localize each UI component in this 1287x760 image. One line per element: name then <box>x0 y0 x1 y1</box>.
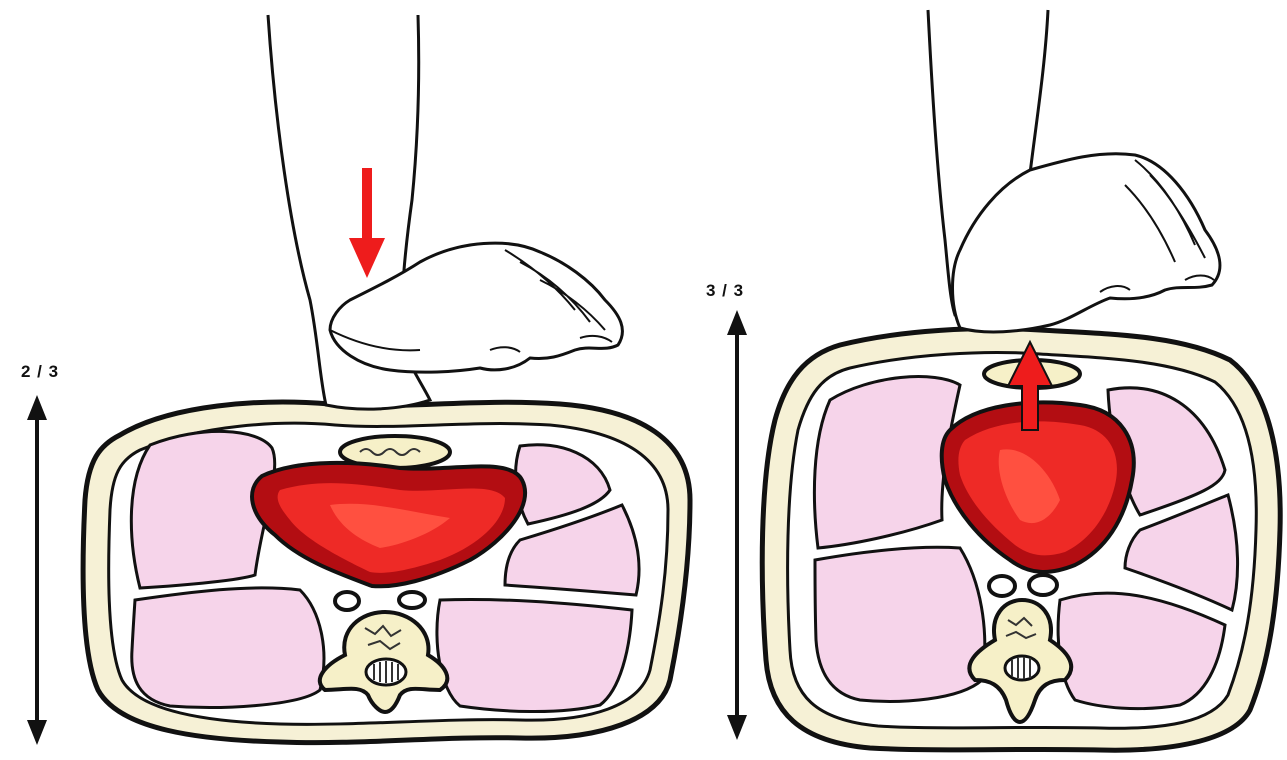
aorta <box>335 592 359 610</box>
depth-label-recoil: 3 / 3 <box>706 281 744 301</box>
lung-left-lower-right-panel <box>815 547 985 701</box>
lung-left-upper-right-panel <box>814 377 960 548</box>
spinal-canal-right <box>1005 656 1039 680</box>
depth-label-compression: 2 / 3 <box>21 362 59 382</box>
recoil-panel <box>727 10 1280 750</box>
depth-double-arrow-left <box>27 395 47 745</box>
hand-lifted <box>928 10 1220 332</box>
hand-pressing <box>268 15 622 409</box>
aorta-right <box>989 576 1015 596</box>
depth-double-arrow-right <box>727 310 747 740</box>
esophagus-right <box>1029 575 1057 595</box>
esophagus <box>399 592 425 608</box>
chest-cross-section-compressed <box>83 402 690 743</box>
lung-left-lower <box>132 588 324 708</box>
compression-panel <box>27 15 690 745</box>
lung-right-lower <box>437 599 632 711</box>
